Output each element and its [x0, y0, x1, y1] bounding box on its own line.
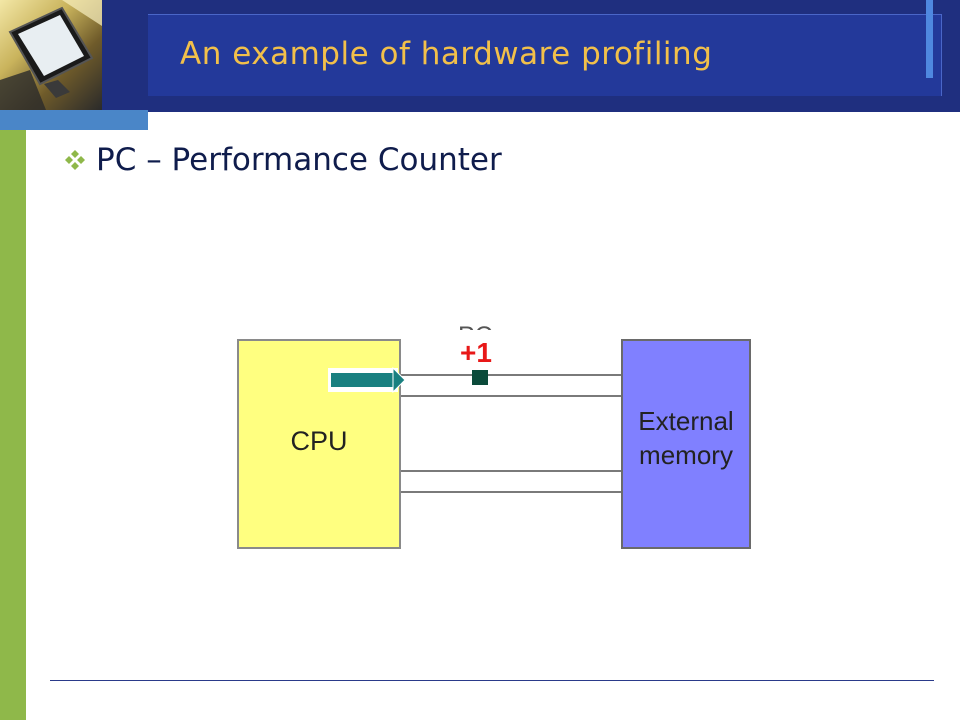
increment-label: +1	[460, 337, 492, 368]
memory-label-line1: External	[638, 406, 733, 436]
four-diamond-bullet-icon	[65, 150, 85, 170]
header-panel-border-right	[941, 14, 942, 96]
header-panel-border-top	[148, 14, 942, 15]
counter-label-clip: PC	[458, 322, 493, 350]
monitor-icon	[0, 0, 102, 110]
left-accent-stripe-blue	[0, 110, 148, 130]
bullet-text: PC – Performance Counter	[96, 142, 502, 178]
memory-label-line2: memory	[639, 440, 733, 470]
external-memory-box	[621, 339, 751, 549]
computer-monitor-thumbnail	[0, 0, 102, 110]
bullet-item: PC – Performance Counter	[62, 142, 502, 178]
left-accent-stripe-green	[0, 130, 26, 720]
arrow-shaft	[331, 373, 393, 387]
slide-title: An example of hardware profiling	[180, 36, 713, 72]
header-title-panel	[148, 14, 942, 96]
cpu-label: CPU	[290, 426, 347, 456]
header-accent-bar	[926, 0, 933, 78]
counter-tap-square	[472, 370, 488, 385]
footer-rule	[50, 680, 934, 681]
counter-label: PC	[458, 322, 493, 350]
arrow-head-icon	[392, 366, 406, 394]
cpu-memory-diagram: CPU External memory PC +1	[237, 322, 751, 549]
